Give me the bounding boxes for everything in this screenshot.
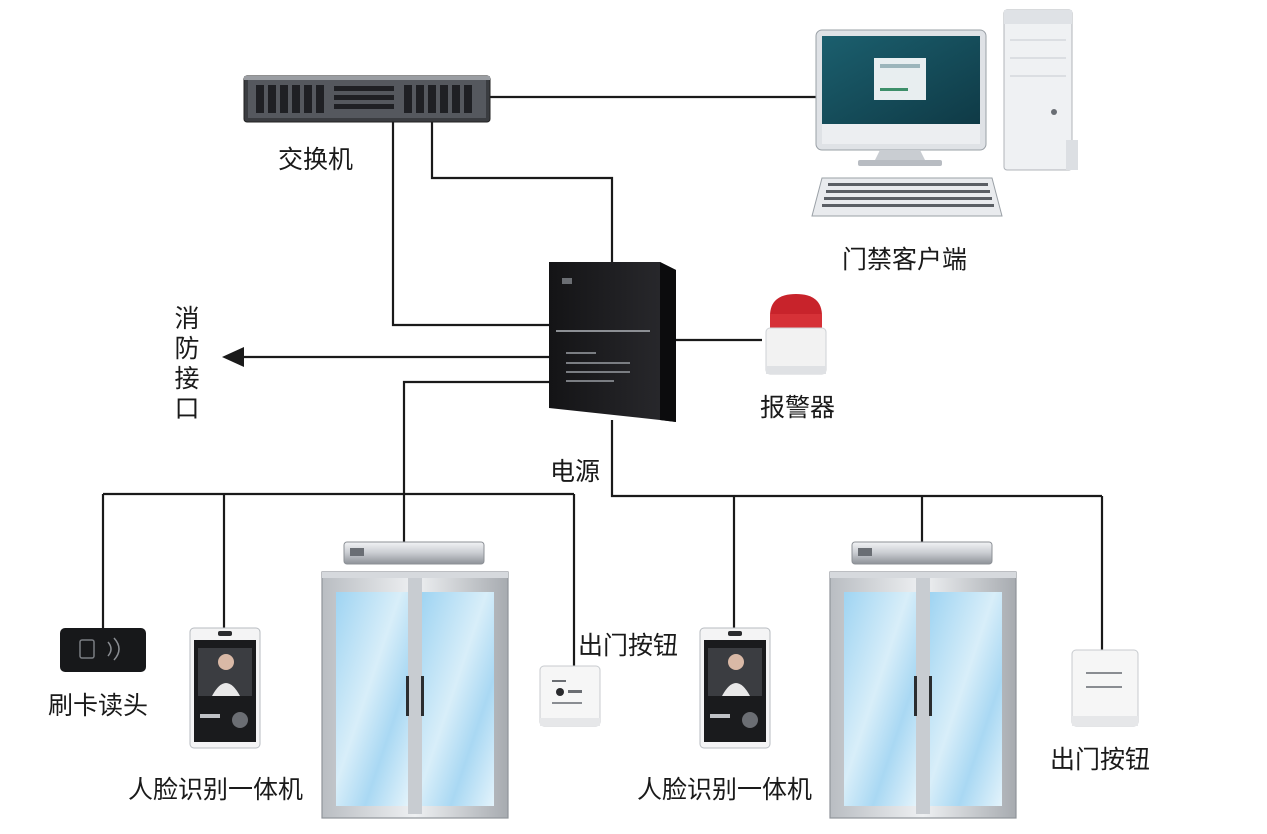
wiring	[101, 95, 1104, 668]
exit-button-right-icon	[1071, 649, 1139, 727]
exit-button-left-icon	[539, 665, 601, 727]
magnetic-lock-left-icon	[343, 541, 485, 565]
face-terminal-left-label: 人脸识别一体机	[128, 775, 304, 804]
exit-button-right-label: 出门按钮	[1050, 745, 1151, 774]
power-label: 电源	[550, 457, 601, 486]
wire-switch-controller-a	[391, 122, 549, 327]
face-terminal-left-icon	[189, 627, 261, 749]
card-reader-icon	[60, 628, 146, 672]
exit-button-left-label: 出门按钮	[578, 631, 679, 660]
client-label: 门禁客户端	[842, 245, 968, 274]
magnetic-lock-right-icon	[851, 541, 993, 565]
glass-door-left-icon	[321, 571, 509, 819]
card-reader-label: 刷卡读头	[48, 691, 149, 720]
face-terminal-right-label: 人脸识别一体机	[637, 775, 813, 804]
wire-switch-controller-b	[430, 122, 614, 262]
switch-label: 交换机	[278, 145, 354, 174]
client-computer-icon	[811, 9, 1078, 217]
fire-interface-label: 消防接口	[174, 304, 200, 423]
fire-arrow-icon	[222, 347, 244, 367]
access-controller-icon	[549, 262, 676, 422]
switch-device-icon	[243, 75, 491, 123]
alarm-label: 报警器	[760, 393, 836, 422]
wire-right-bus	[610, 420, 1102, 498]
face-terminal-right-icon	[699, 627, 771, 749]
alarm-siren-icon	[765, 294, 827, 375]
wire-controller-left-bus	[402, 380, 549, 494]
glass-door-right-icon	[829, 571, 1017, 819]
